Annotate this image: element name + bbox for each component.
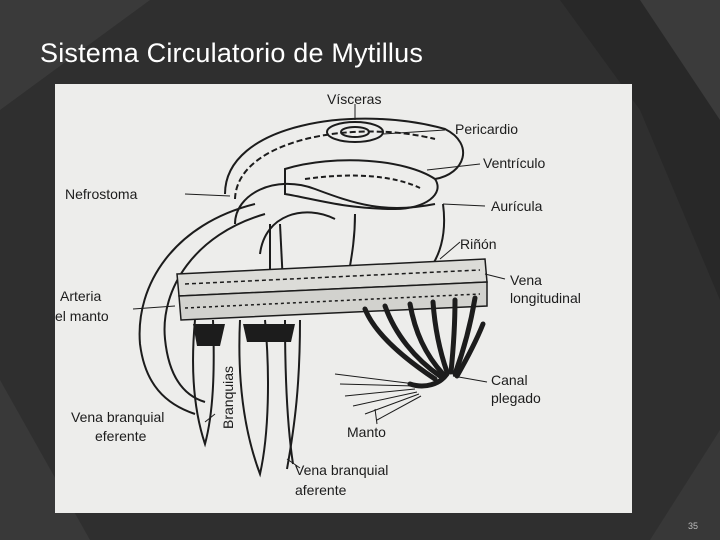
label-branquias: Branquias xyxy=(220,365,236,429)
circulatory-diagram: Vísceras Pericardio Ventrículo Nefrostom… xyxy=(55,84,632,513)
label-auricula: Aurícula xyxy=(491,198,543,214)
label-arteria-manto-1: Arteria xyxy=(60,288,102,304)
label-nefrostoma: Nefrostoma xyxy=(65,186,138,202)
label-arteria-manto-2: el manto xyxy=(55,308,109,324)
label-vena-longitudinal-2: longitudinal xyxy=(510,290,581,306)
label-manto: Manto xyxy=(347,424,386,440)
label-canal-plegado-1: Canal xyxy=(491,372,528,388)
label-rinon: Riñón xyxy=(460,236,497,252)
label-vena-branquial-aferente-1: Vena branquial xyxy=(295,462,389,478)
label-visceras: Vísceras xyxy=(327,91,382,107)
label-ventriculo: Ventrículo xyxy=(483,155,546,171)
slide-title: Sistema Circulatorio de Mytillus xyxy=(40,38,424,68)
diagram-drawing xyxy=(55,84,632,513)
label-canal-plegado-2: plegado xyxy=(491,390,541,406)
label-pericardio: Pericardio xyxy=(455,121,519,137)
label-vena-branquial-aferente-2: aferente xyxy=(295,482,347,498)
label-vena-longitudinal-1: Vena xyxy=(510,272,542,288)
label-vena-branquial-eferente-1: Vena branquial xyxy=(71,409,165,425)
slide-number: 35 xyxy=(688,521,699,531)
label-vena-branquial-eferente-2: eferente xyxy=(95,428,147,444)
